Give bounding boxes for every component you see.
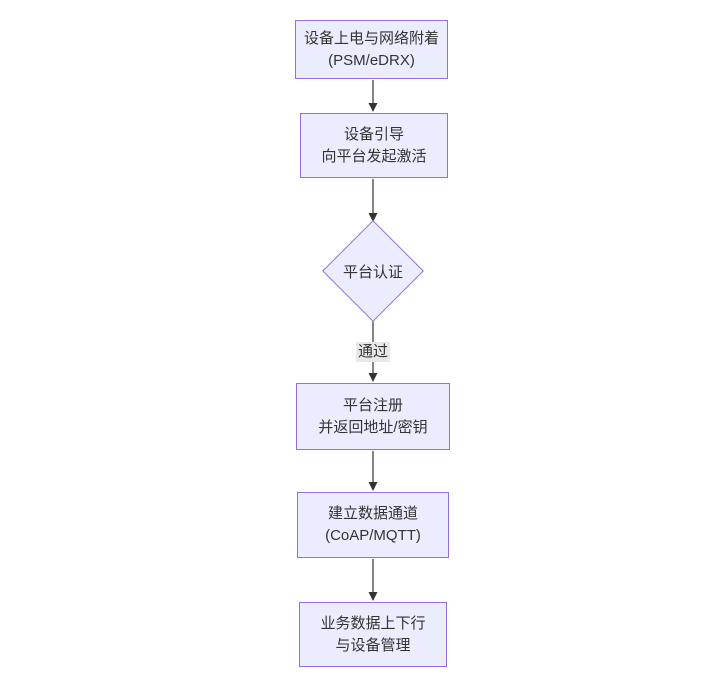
node-label-line: 平台注册 <box>342 396 403 414</box>
node-device-bootstrap: 设备引导 向平台发起激活 <box>300 113 448 178</box>
node-label-line: 设备引导 <box>343 125 404 143</box>
node-label-line: 与设备管理 <box>335 636 411 654</box>
edge-arrow-e-f <box>368 559 378 601</box>
arrow-down-icon <box>368 482 378 491</box>
edge-arrow-a-b <box>368 80 378 112</box>
node-label-line: (PSM/eDRX) <box>328 51 415 69</box>
edge-label-pass: 通过 <box>355 342 391 362</box>
edge-arrow-d-e <box>368 451 378 491</box>
node-label-line: 设备上电与网络附着 <box>303 29 439 47</box>
node-label-line: (CoAP/MQTT) <box>325 527 421 544</box>
arrow-down-icon <box>368 373 378 382</box>
node-label-platform-auth: 平台认证 <box>342 263 403 281</box>
node-data-channel: 建立数据通道 (CoAP/MQTT) <box>297 492 449 558</box>
node-power-on-network-attach: 设备上电与网络附着 (PSM/eDRX) <box>295 20 448 79</box>
node-label-line: 业务数据上下行 <box>320 614 426 632</box>
arrow-down-icon <box>368 592 378 601</box>
edge-arrow-b-c <box>368 179 378 222</box>
node-label-line: 建立数据通道 <box>327 505 418 522</box>
arrow-down-icon <box>368 103 378 112</box>
node-label-line: 并返回地址/密钥 <box>318 418 428 436</box>
node-business-data-device-mgmt: 业务数据上下行 与设备管理 <box>299 602 447 667</box>
node-label-line: 向平台发起激活 <box>321 147 427 165</box>
node-platform-register: 平台注册 并返回地址/密钥 <box>296 383 450 450</box>
